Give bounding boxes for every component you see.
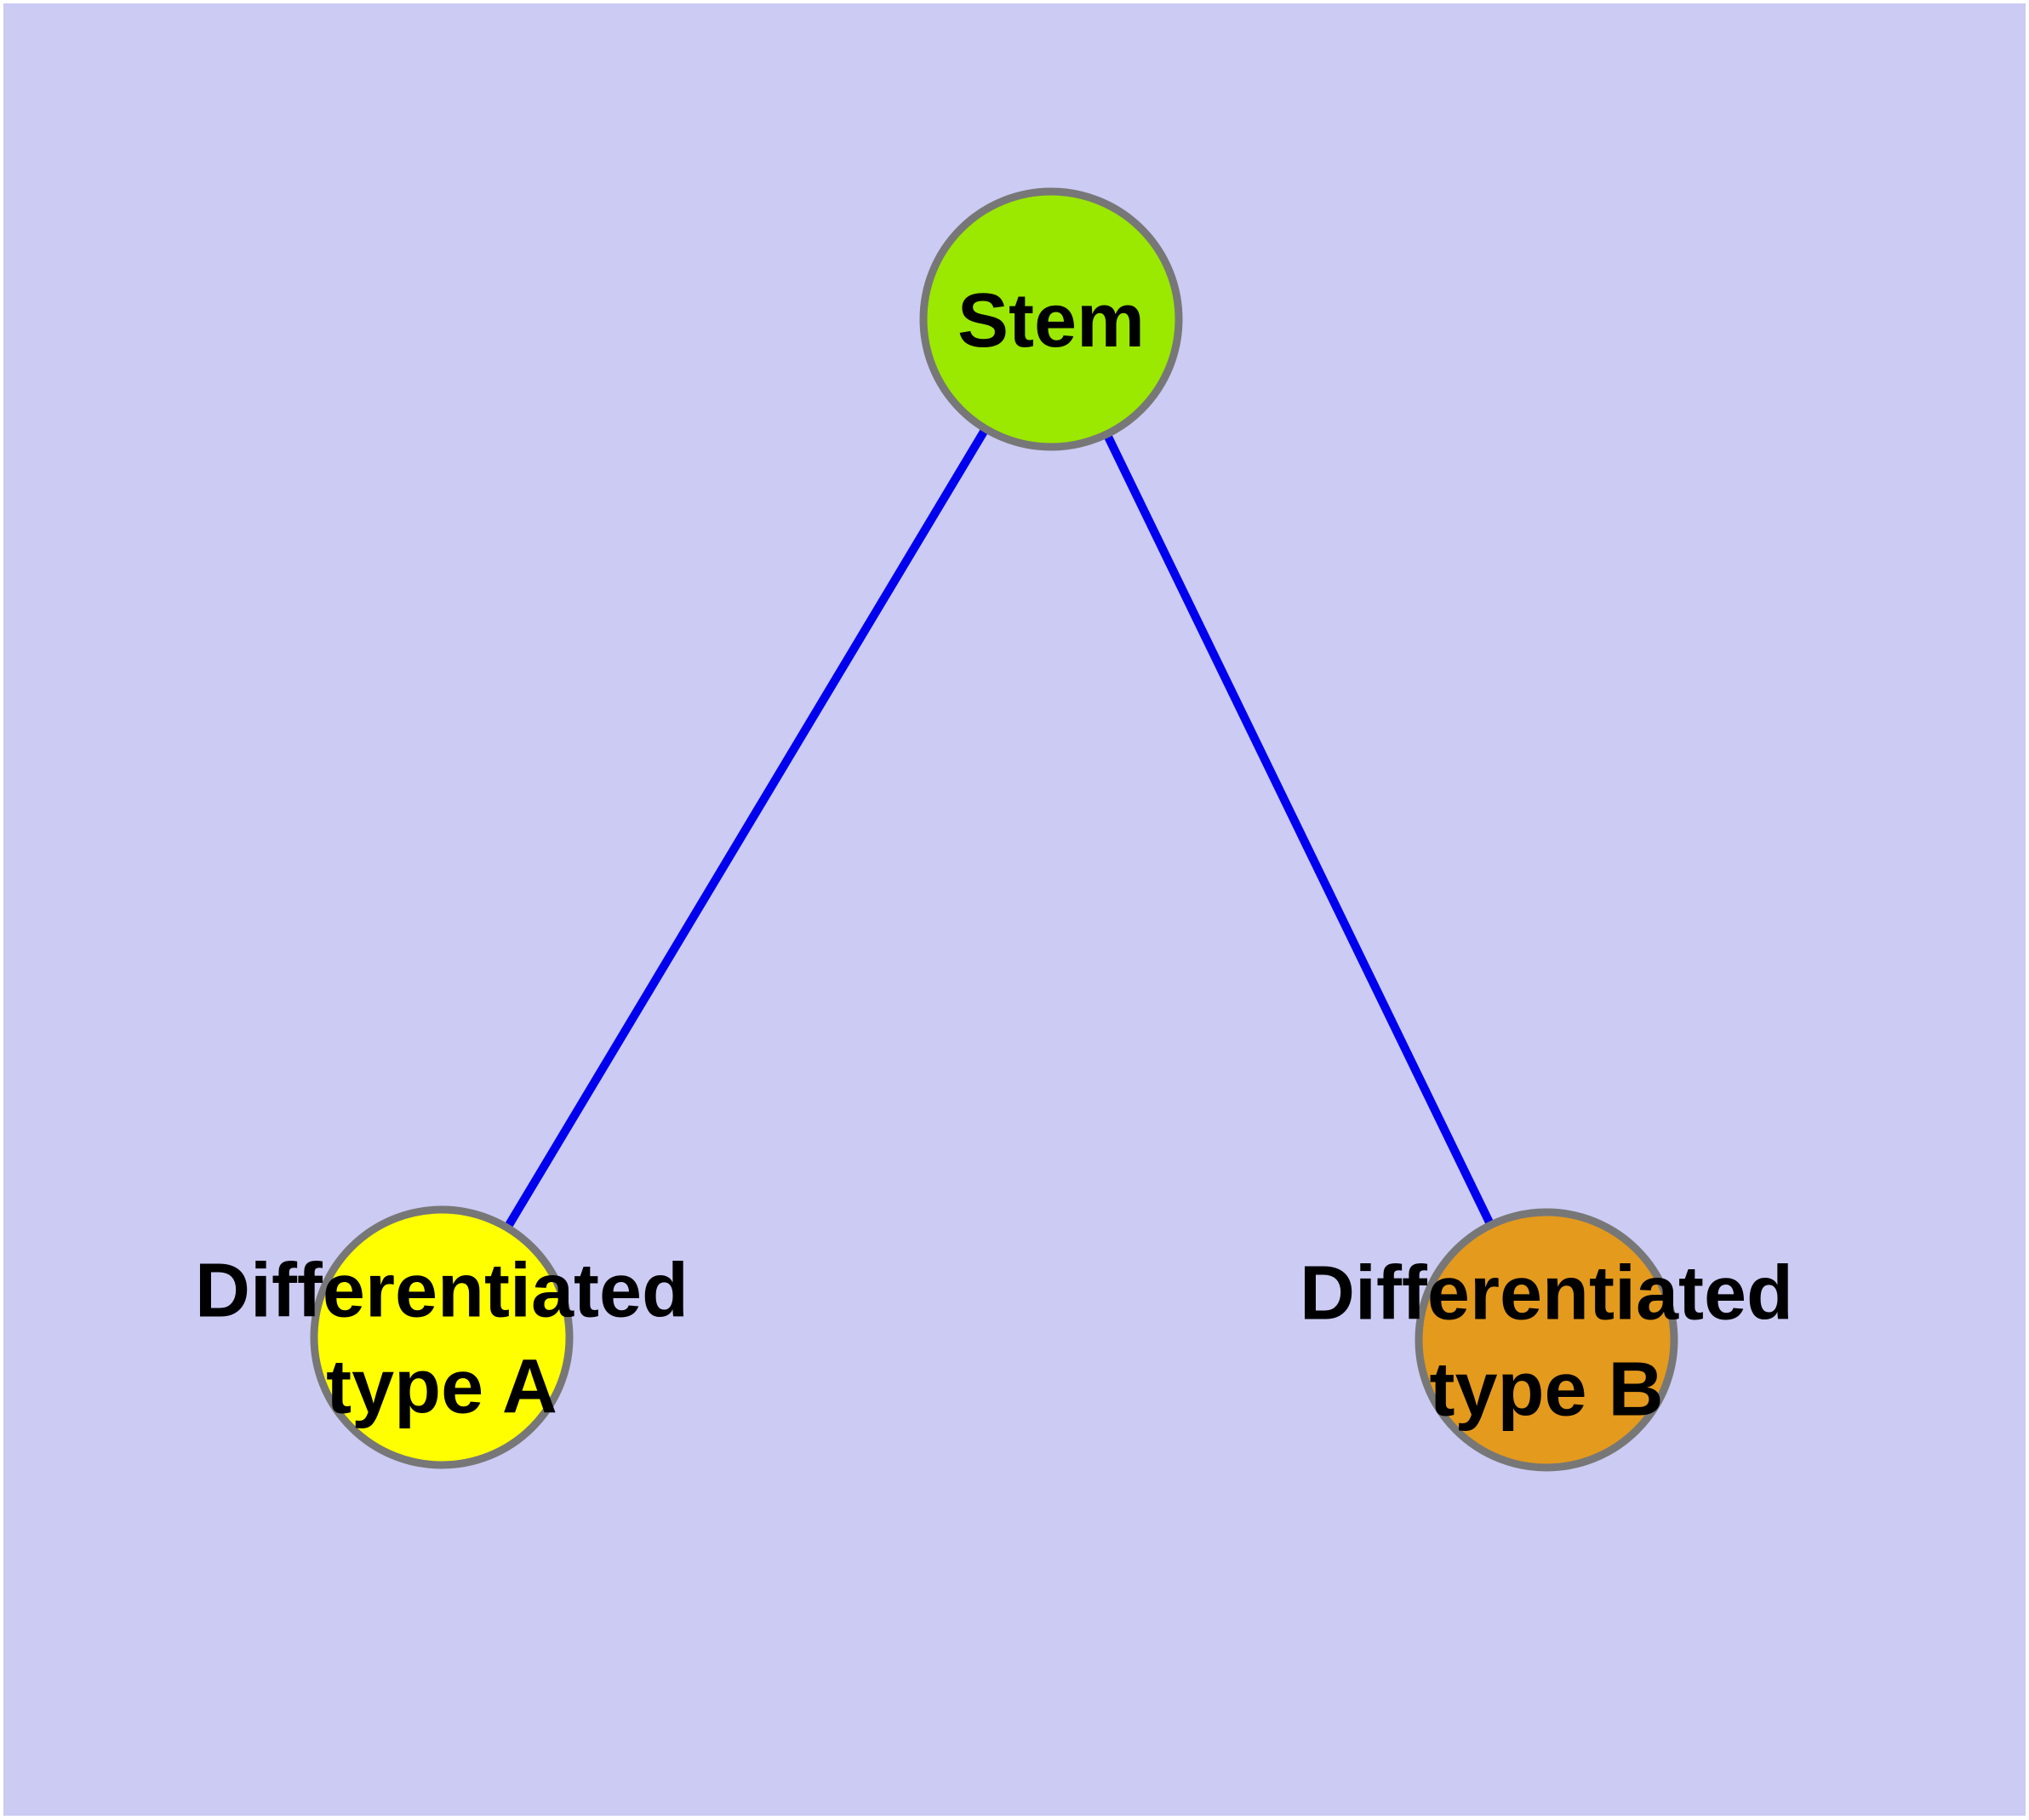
node-differentiated-type-a-label: Differentiated: [195, 1249, 689, 1334]
edge-stem-differentiated-type-b: [1047, 317, 1551, 1342]
node-differentiated-type-a: [310, 1205, 574, 1469]
edge-stem-differentiated-type-a: [437, 317, 1055, 1340]
node-differentiated-type-a-label: type A: [326, 1345, 557, 1430]
node-differentiated-type-b: [1415, 1208, 1678, 1472]
node-stem-label: Stem: [957, 278, 1145, 363]
node-stem: [919, 187, 1183, 451]
node-differentiated-type-b-label: type B: [1429, 1348, 1663, 1433]
node-differentiated-type-b-label: Differentiated: [1300, 1251, 1793, 1336]
